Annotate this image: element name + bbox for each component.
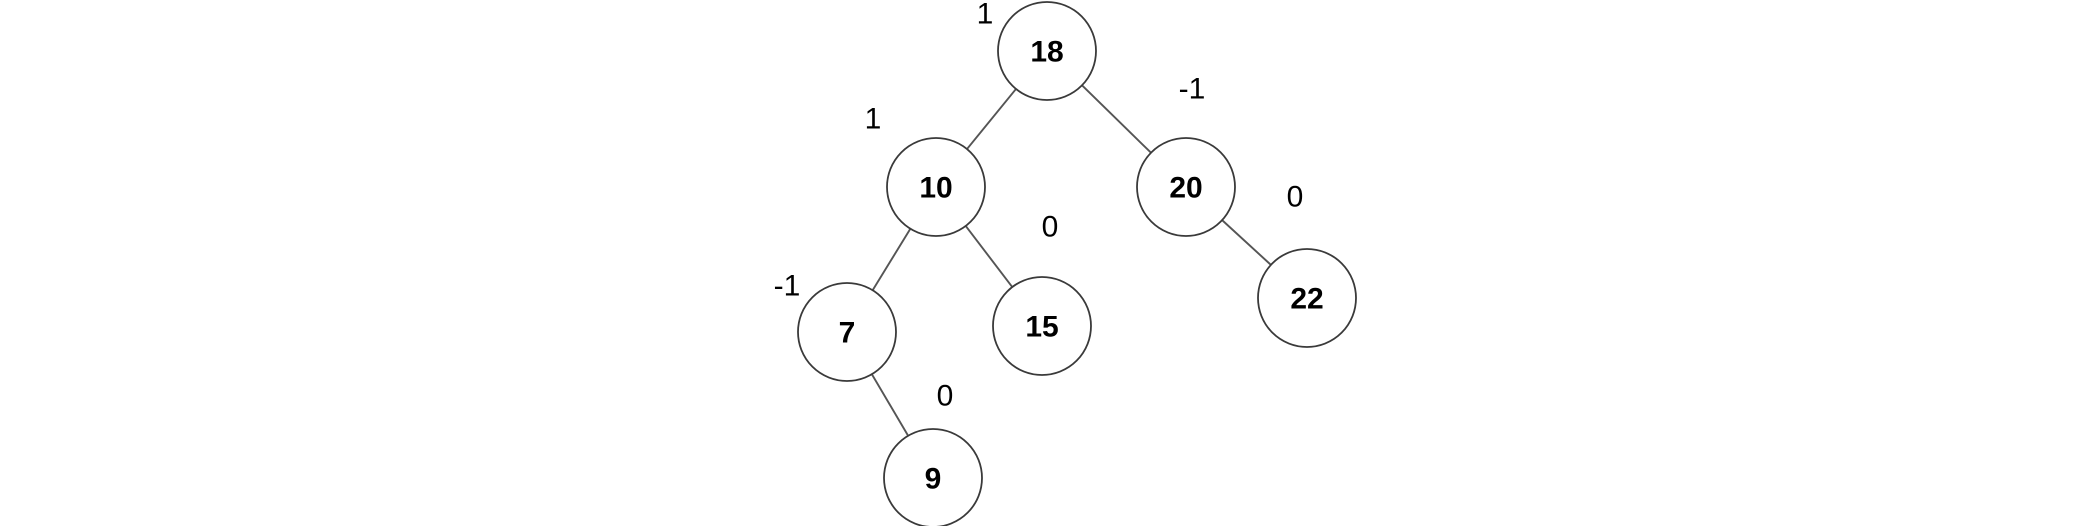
tree-node-9[interactable]: 9 (883, 428, 983, 526)
balance-factor-label-22: 0 (1287, 181, 1304, 214)
node-circle-7[interactable] (797, 282, 897, 382)
node-circle-9[interactable] (883, 428, 983, 526)
node-circle-20[interactable] (1136, 137, 1236, 237)
tree-edge-10-7 (871, 227, 912, 292)
node-key-label-7: 7 (839, 317, 856, 350)
node-key-label-15: 15 (1025, 311, 1058, 344)
node-key-label-18: 18 (1030, 36, 1063, 69)
tree-node-18[interactable]: 18 (997, 1, 1097, 101)
tree-edge-18-10 (966, 88, 1017, 150)
balance-factor-label-10: 1 (865, 103, 882, 136)
edges-layer (870, 84, 1272, 437)
tree-edge-18-20 (1081, 84, 1152, 154)
balance-factor-layer: 1 1 -1 -1 0 0 0 (774, 0, 1304, 413)
tree-node-22[interactable]: 22 (1257, 248, 1357, 348)
tree-edge-7-9 (870, 373, 910, 437)
tree-node-10[interactable]: 10 (886, 137, 986, 237)
tree-node-7[interactable]: 7 (797, 282, 897, 382)
tree-node-20[interactable]: 20 (1136, 137, 1236, 237)
node-circle-18[interactable] (997, 1, 1097, 101)
balance-factor-label-7: -1 (774, 270, 801, 303)
balance-factor-label-15: 0 (1042, 211, 1059, 244)
balance-factor-label-18: 1 (977, 0, 994, 31)
node-key-label-20: 20 (1169, 172, 1202, 205)
balance-factor-label-9: 0 (937, 380, 954, 413)
node-circle-10[interactable] (886, 137, 986, 237)
tree-edge-10-15 (964, 225, 1014, 288)
tree-edge-20-22 (1221, 219, 1272, 266)
node-key-label-10: 10 (919, 172, 952, 205)
tree-node-15[interactable]: 15 (992, 276, 1092, 376)
node-key-label-9: 9 (925, 463, 942, 496)
node-key-label-22: 22 (1290, 283, 1323, 316)
balance-factor-label-20: -1 (1179, 73, 1206, 106)
node-circle-22[interactable] (1257, 248, 1357, 348)
node-circle-15[interactable] (992, 276, 1092, 376)
